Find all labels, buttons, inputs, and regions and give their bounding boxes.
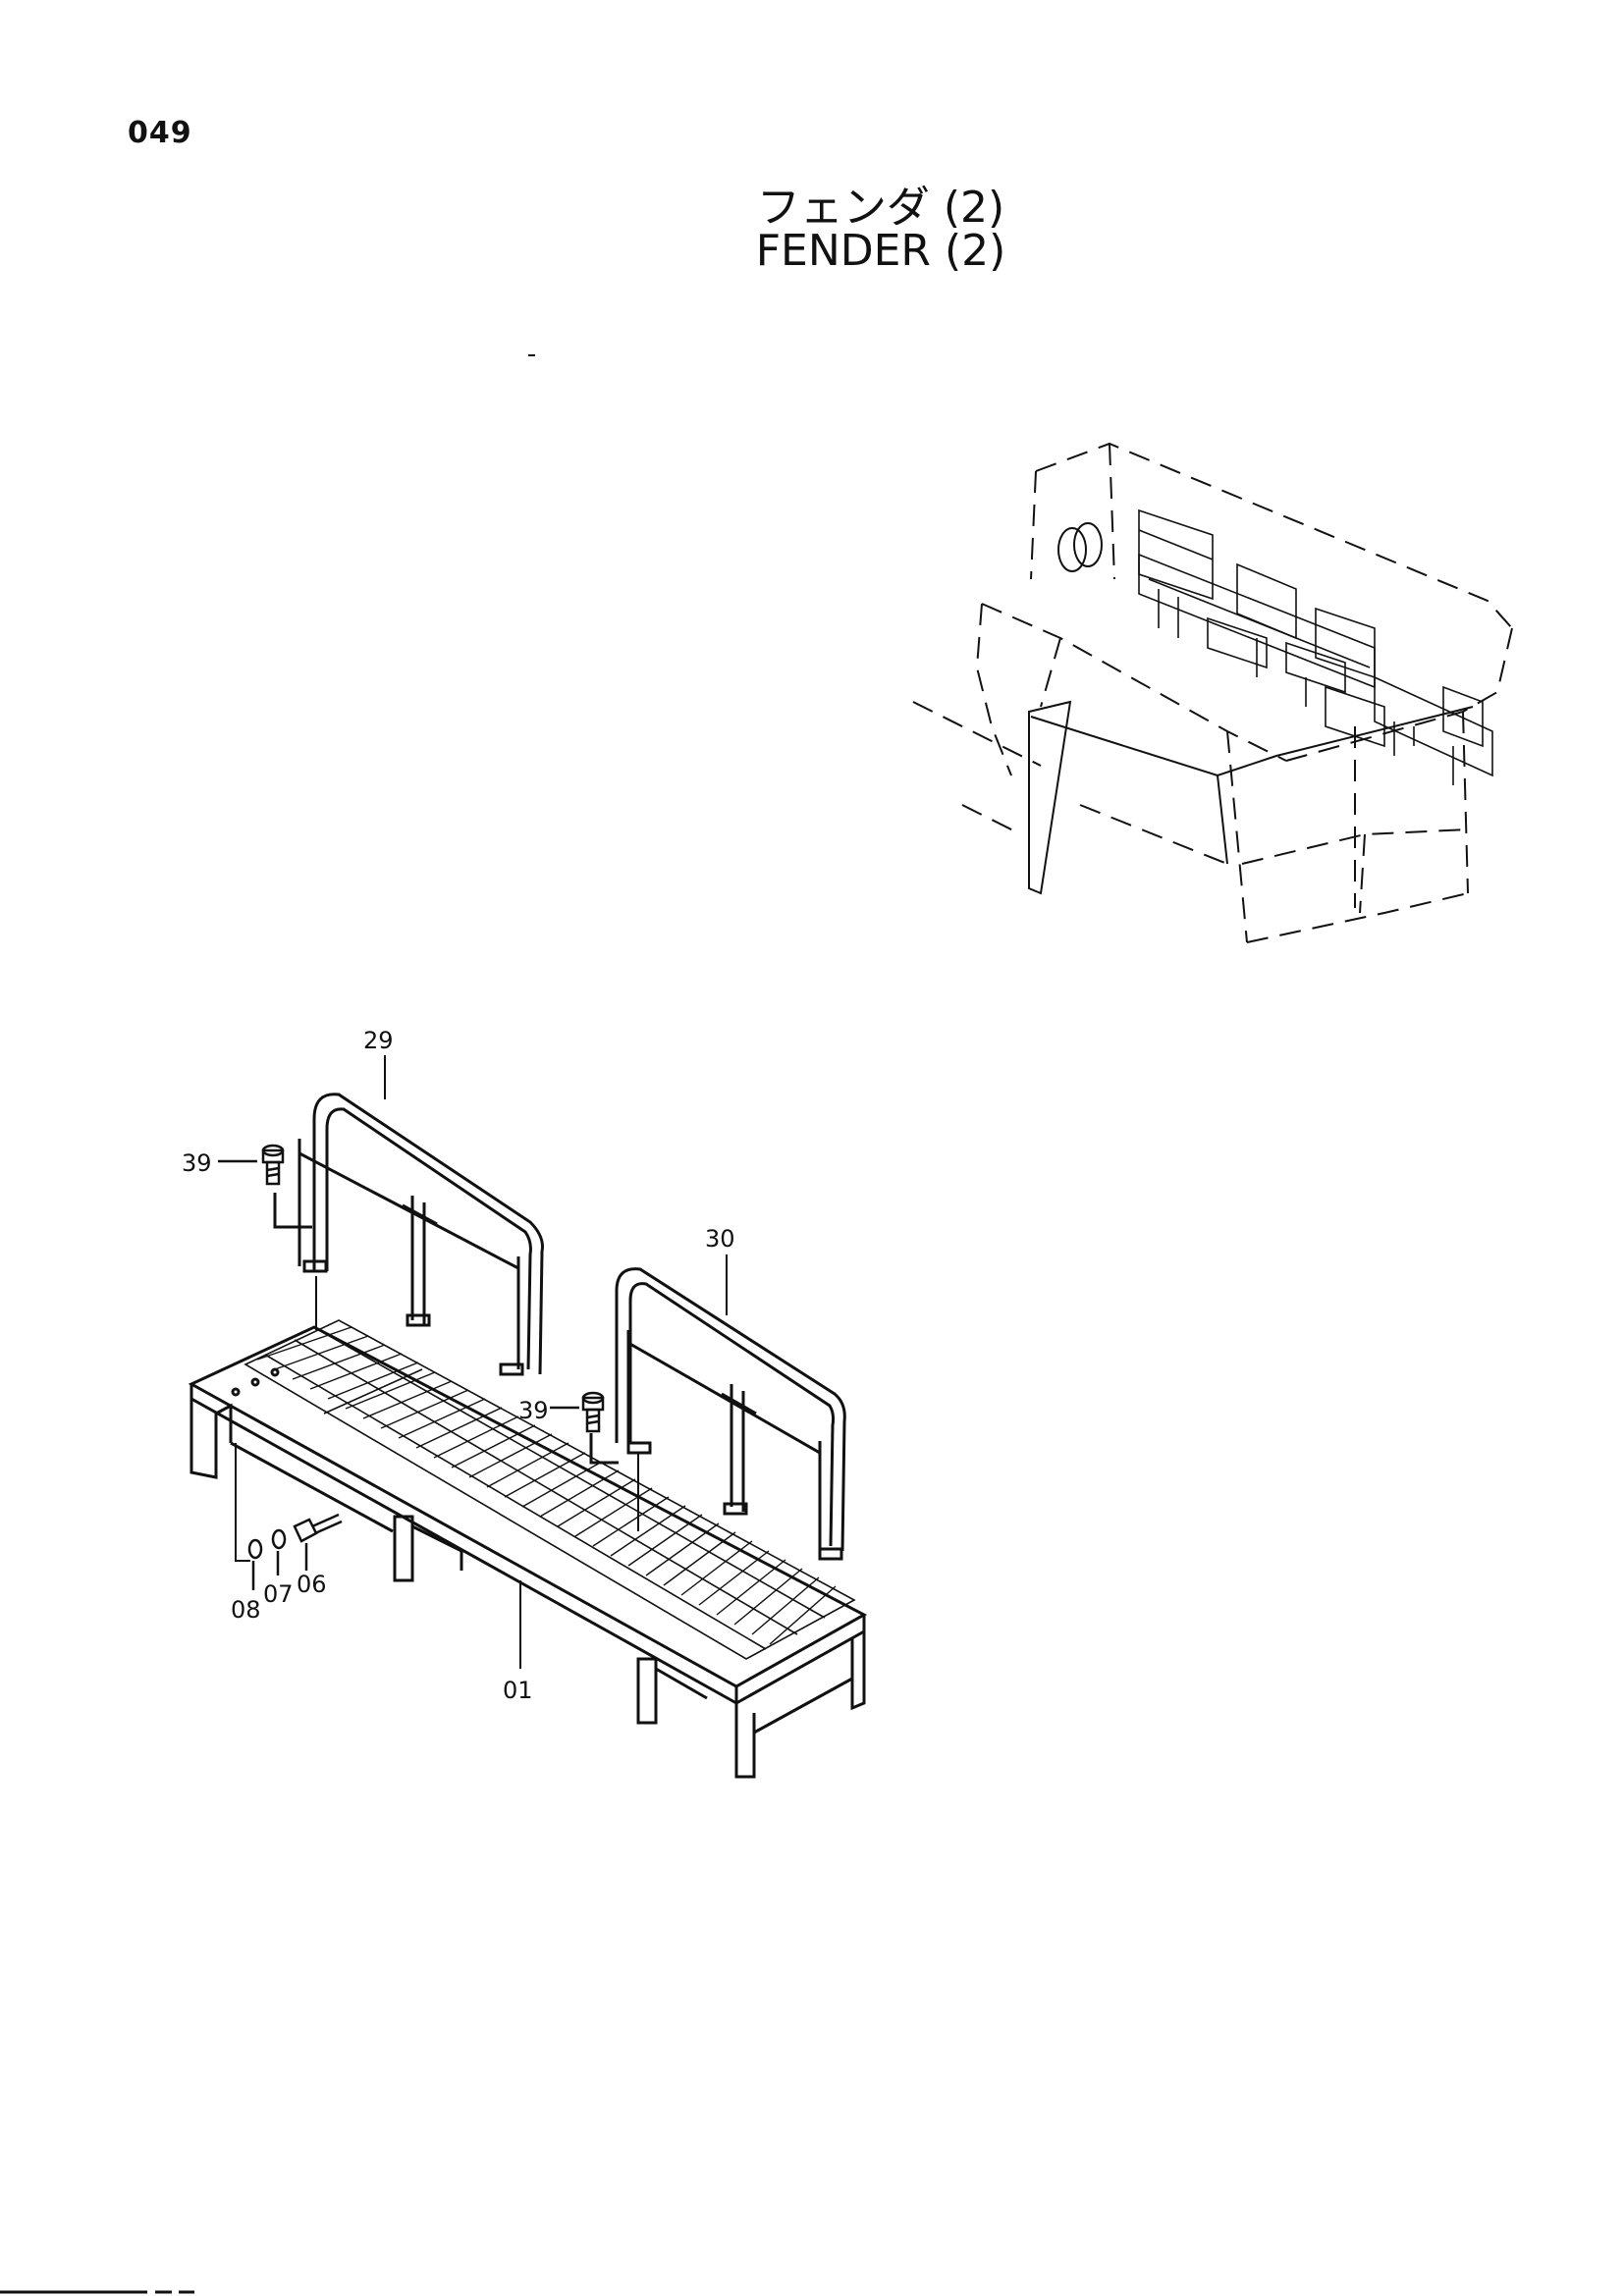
callout-29: 29: [363, 1027, 394, 1054]
callout-08: 08: [231, 1596, 261, 1624]
title-japanese: フェンダ (2): [756, 183, 1005, 233]
callout-07: 07: [263, 1580, 294, 1608]
grating-crossbars: [256, 1326, 837, 1645]
bolt-left-shape: [218, 1144, 285, 1186]
callout-39-left: 39: [182, 1149, 212, 1177]
callout-01: 01: [503, 1677, 533, 1704]
hardware: [218, 1144, 605, 1590]
bolt-right-shape: [550, 1391, 605, 1433]
page-number: 049: [128, 116, 192, 150]
handrail-right: [589, 1267, 846, 1561]
handrail-left: [273, 1093, 544, 1376]
location-inset: [912, 442, 1513, 943]
callout-06: 06: [297, 1571, 327, 1598]
title-english: FENDER (2): [755, 226, 1006, 276]
callout-39-right: 39: [518, 1397, 549, 1424]
bolt-06-shape: [293, 1513, 343, 1543]
grating-platform: [188, 1319, 868, 1779]
callout-30: 30: [705, 1225, 735, 1253]
